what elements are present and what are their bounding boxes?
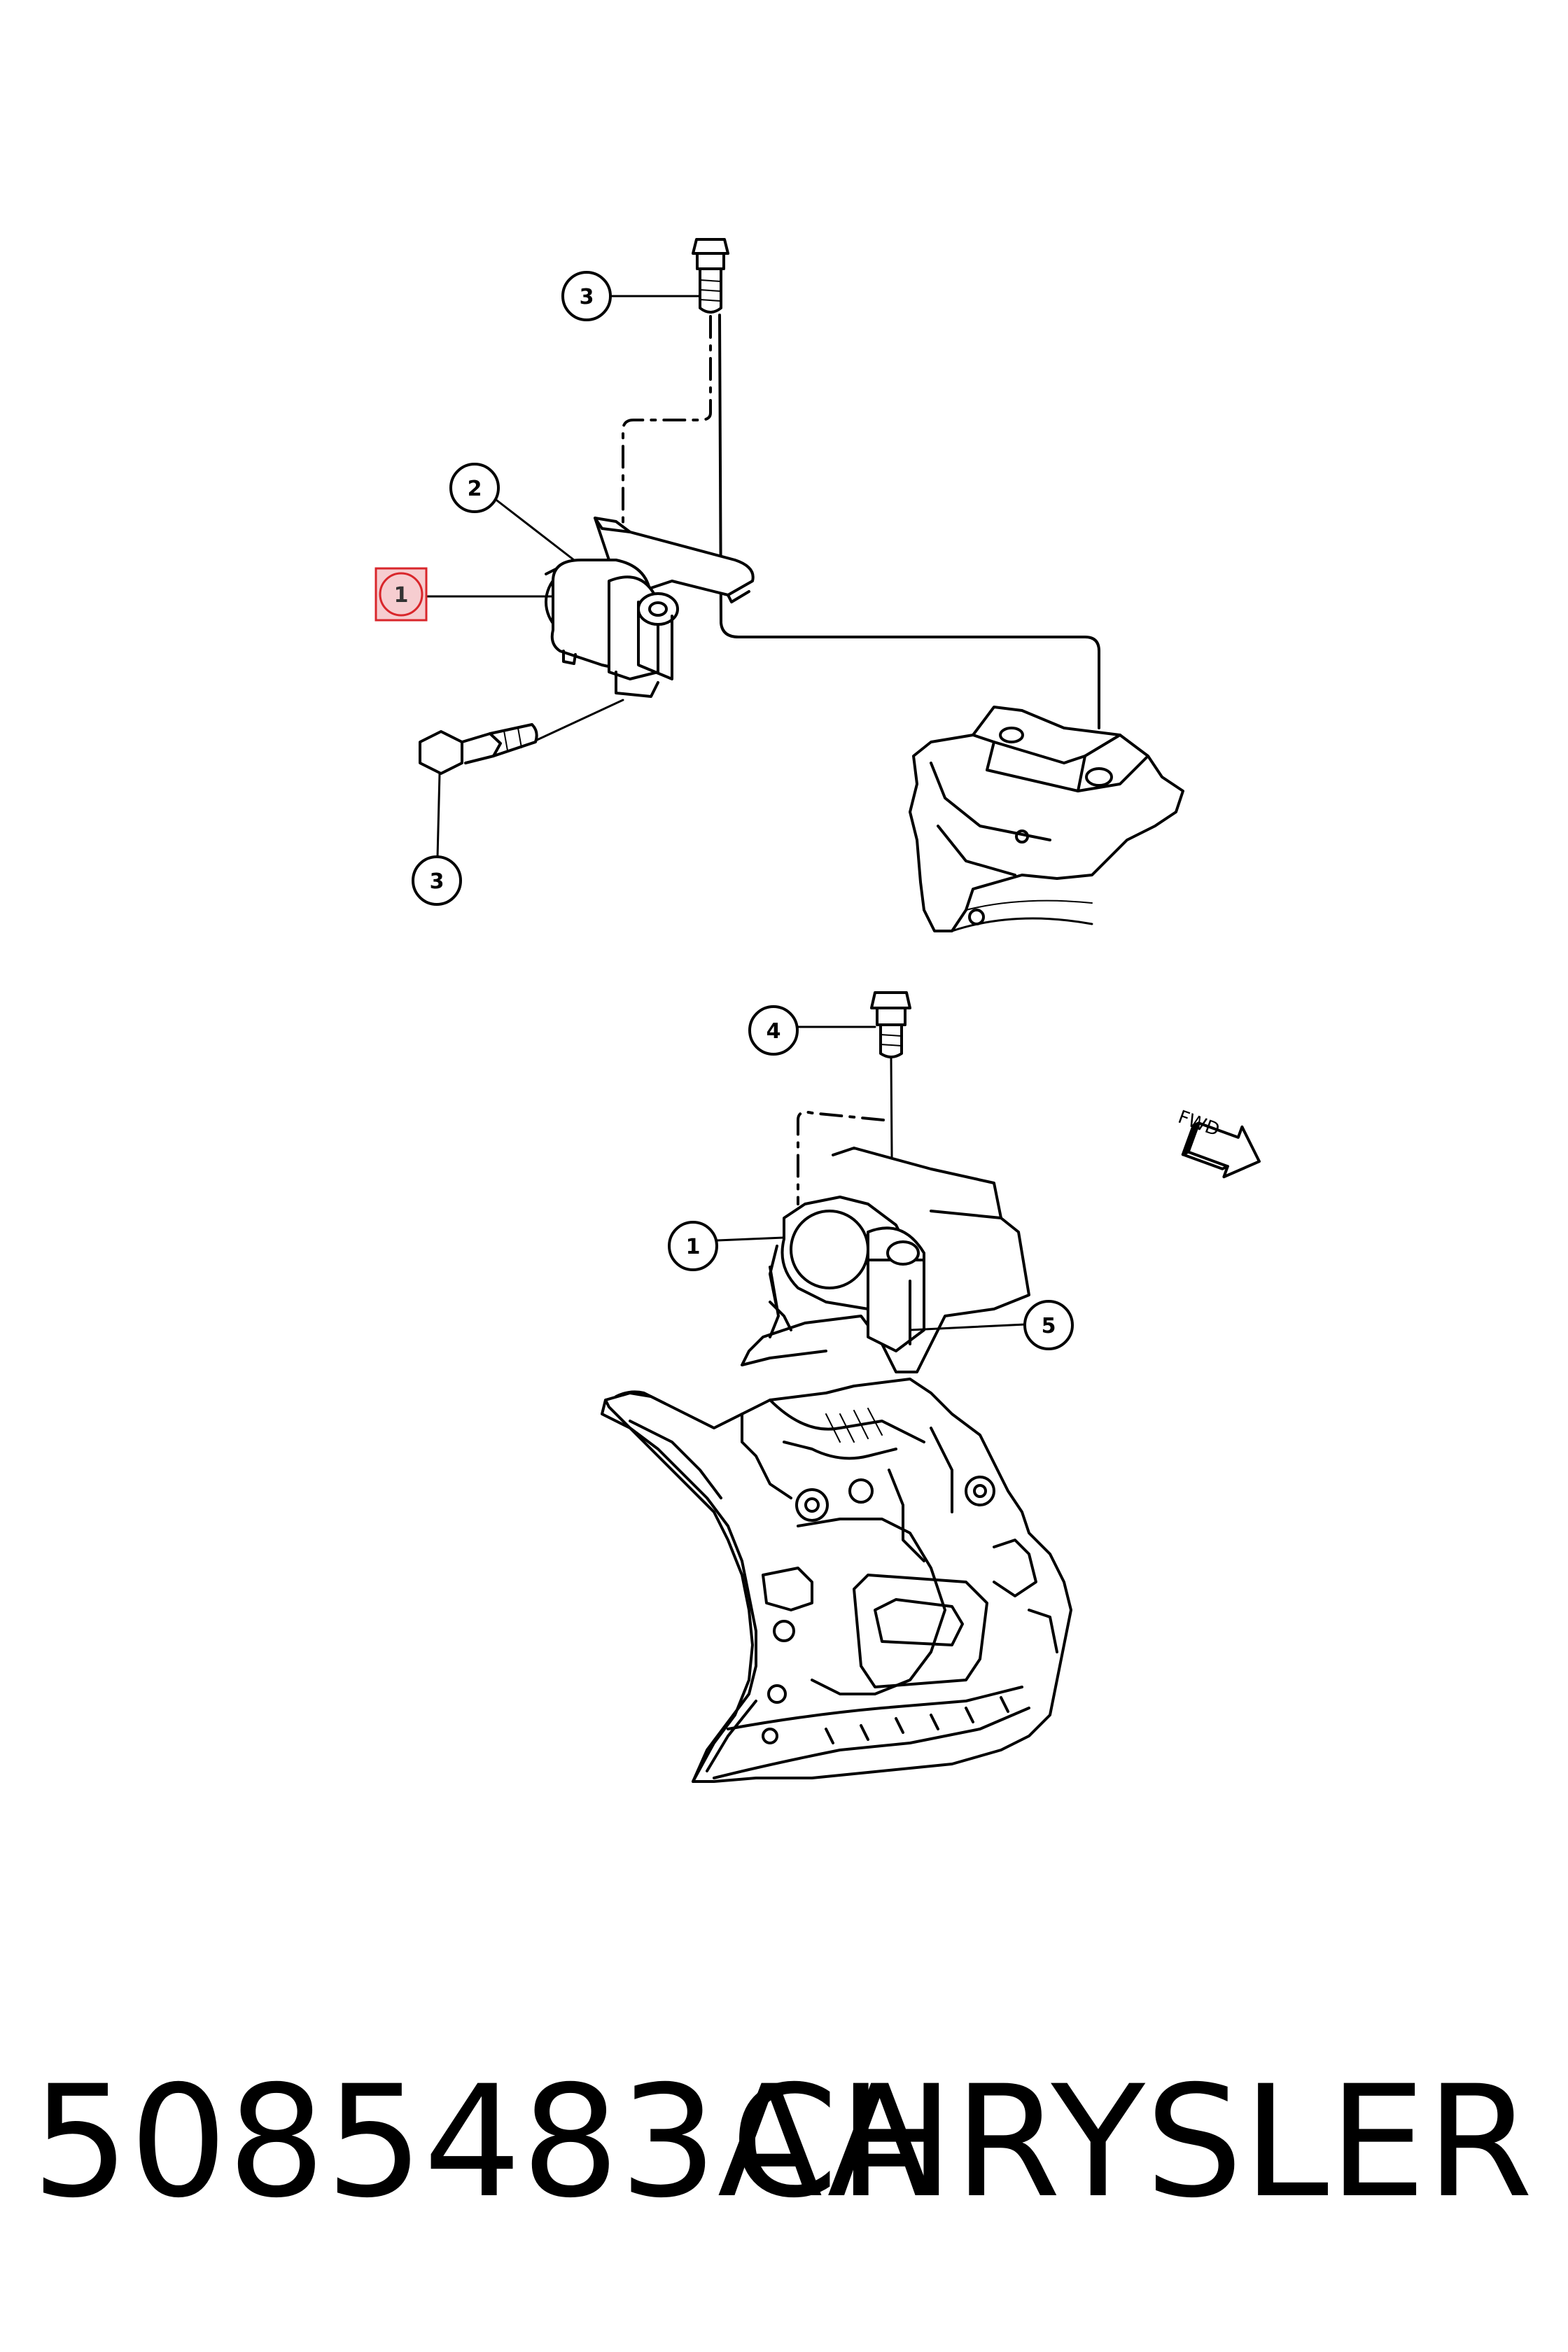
callout-label: 1 (686, 1235, 701, 1259)
callout-mount-upper: 2 (449, 463, 500, 513)
callout-insulator-lower: 1 (668, 1221, 718, 1271)
lower-bolt (419, 699, 624, 775)
frame-rail (604, 1390, 757, 1783)
body-rail-bracket (909, 706, 1184, 932)
callout-label: 3 (580, 285, 594, 309)
callout-stud-bolt: 4 (748, 1005, 799, 1056)
part-number: 5085483AA (31, 2052, 932, 2232)
stud-route-dashed (797, 1110, 885, 1205)
forward-arrow (1181, 1121, 1261, 1179)
callout-label: 5 (1042, 1314, 1056, 1338)
callout-lower-bolt: 3 (412, 855, 462, 906)
callout-top-bolt: 3 (561, 271, 612, 321)
callout-bracket-lower: 5 (1023, 1300, 1074, 1350)
brand-name: CHRYSLER (730, 2052, 1533, 2232)
callout-label: 1 (394, 583, 409, 608)
bolt-line-solid (718, 314, 1100, 729)
callout-insulator-upper-highlighted: 1 (374, 567, 428, 622)
transmission-body (601, 1378, 1072, 1783)
upper-insulator (545, 559, 679, 698)
callout-label: 4 (766, 1019, 781, 1044)
lower-mount-assembly (741, 1147, 1030, 1373)
bolt-route-dashed (622, 315, 712, 540)
parts-diagram: 3 2 1 3 4 1 5 FWD (374, 238, 1261, 1783)
callout-label: 3 (430, 869, 444, 894)
callout-label: 2 (468, 477, 482, 501)
top-bolt (692, 238, 729, 314)
